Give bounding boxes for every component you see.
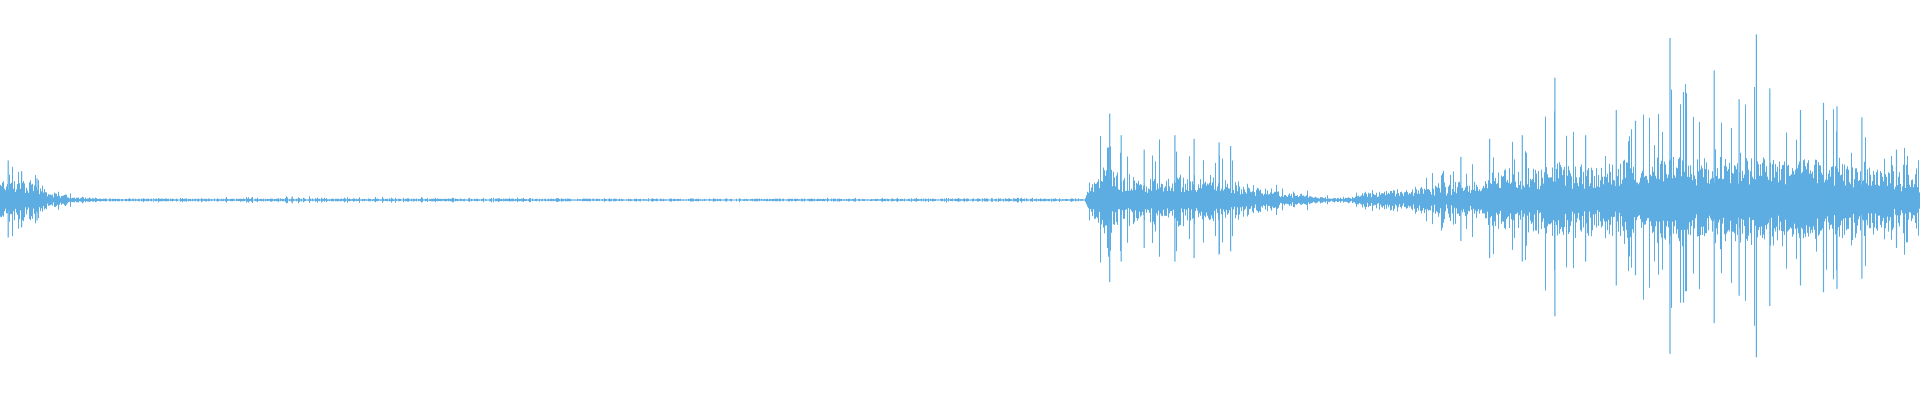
waveform-body <box>0 84 1920 326</box>
waveform-samples <box>0 34 1920 358</box>
